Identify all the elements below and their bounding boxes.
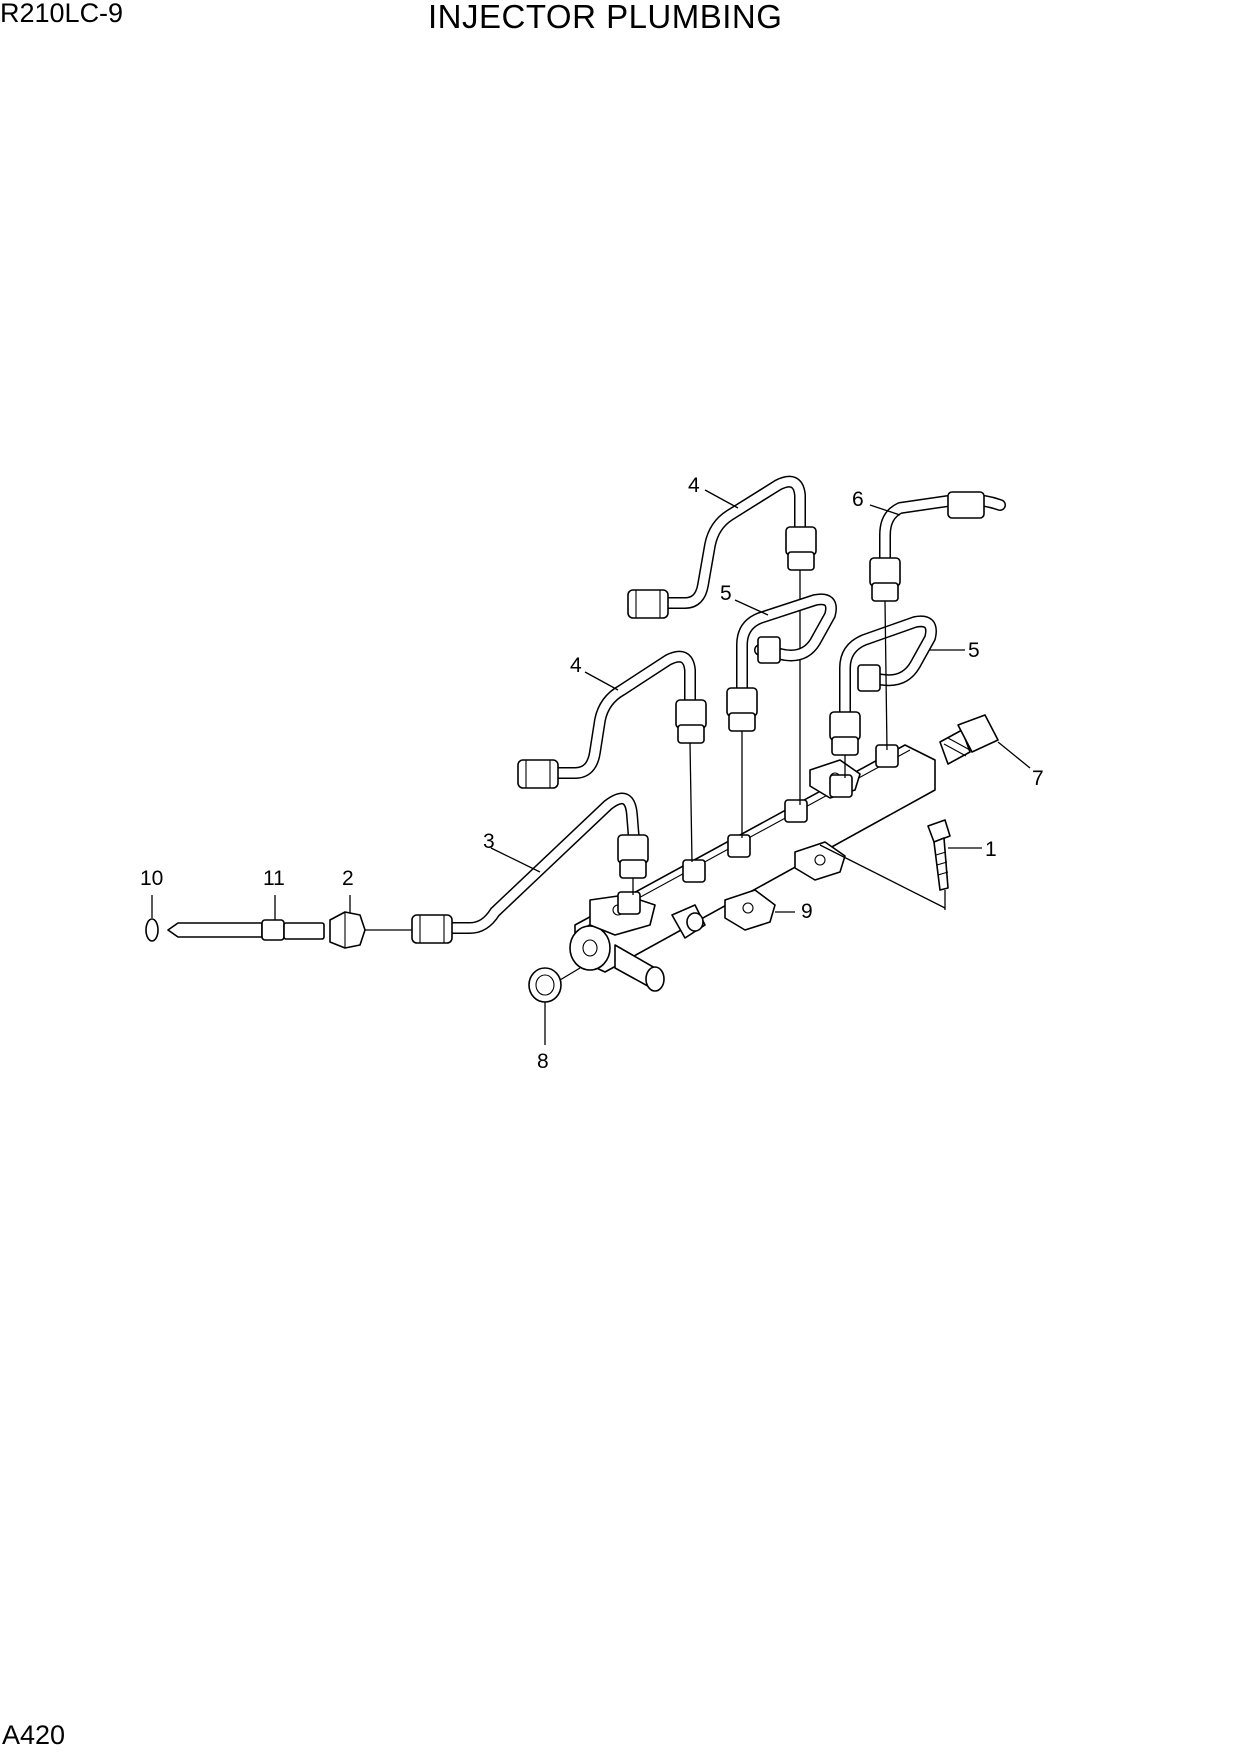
callout-2: 2 <box>342 867 354 890</box>
leader-8-axis <box>559 967 581 981</box>
callout-4-upper: 4 <box>688 474 700 497</box>
o-ring <box>145 918 159 942</box>
page-title: INJECTOR PLUMBING <box>428 0 783 35</box>
leader-pipe4-lower <box>689 742 693 863</box>
callout-11: 11 <box>263 867 285 890</box>
mounting-bolt <box>927 819 951 891</box>
leader-4-upper <box>704 489 739 509</box>
callout-5-right: 5 <box>968 639 980 662</box>
rail-plug <box>528 967 562 1003</box>
leader-7 <box>997 741 1031 769</box>
injection-pipe-5-left <box>726 593 837 732</box>
injector-connector <box>167 919 325 941</box>
injection-pipe-5-right <box>829 615 937 756</box>
callout-8: 8 <box>537 1050 549 1073</box>
leader-pipe6 <box>884 600 888 751</box>
callout-4-lower: 4 <box>570 654 582 677</box>
callout-6: 6 <box>852 488 864 511</box>
leader-6 <box>869 504 901 516</box>
injection-pipe-4-upper <box>627 475 817 619</box>
leader-4-lower <box>584 671 619 691</box>
leader-3 <box>490 847 541 873</box>
callout-3: 3 <box>483 830 495 853</box>
callout-9: 9 <box>801 900 813 923</box>
callout-5-left: 5 <box>720 582 732 605</box>
injection-pipe-3 <box>411 792 649 944</box>
leader-1-axis <box>819 844 946 909</box>
model-number: R210LC-9 <box>0 0 124 28</box>
page-code: A420 <box>2 1720 66 1750</box>
connector-nut <box>329 911 366 949</box>
callout-10: 10 <box>140 867 163 890</box>
callout-1: 1 <box>985 838 997 861</box>
leader-5-left <box>734 599 769 616</box>
pressure-sensor <box>939 714 999 765</box>
injection-pipe-6 <box>869 491 1006 602</box>
injection-pipe-4-lower <box>517 650 707 789</box>
callout-7: 7 <box>1032 767 1044 790</box>
